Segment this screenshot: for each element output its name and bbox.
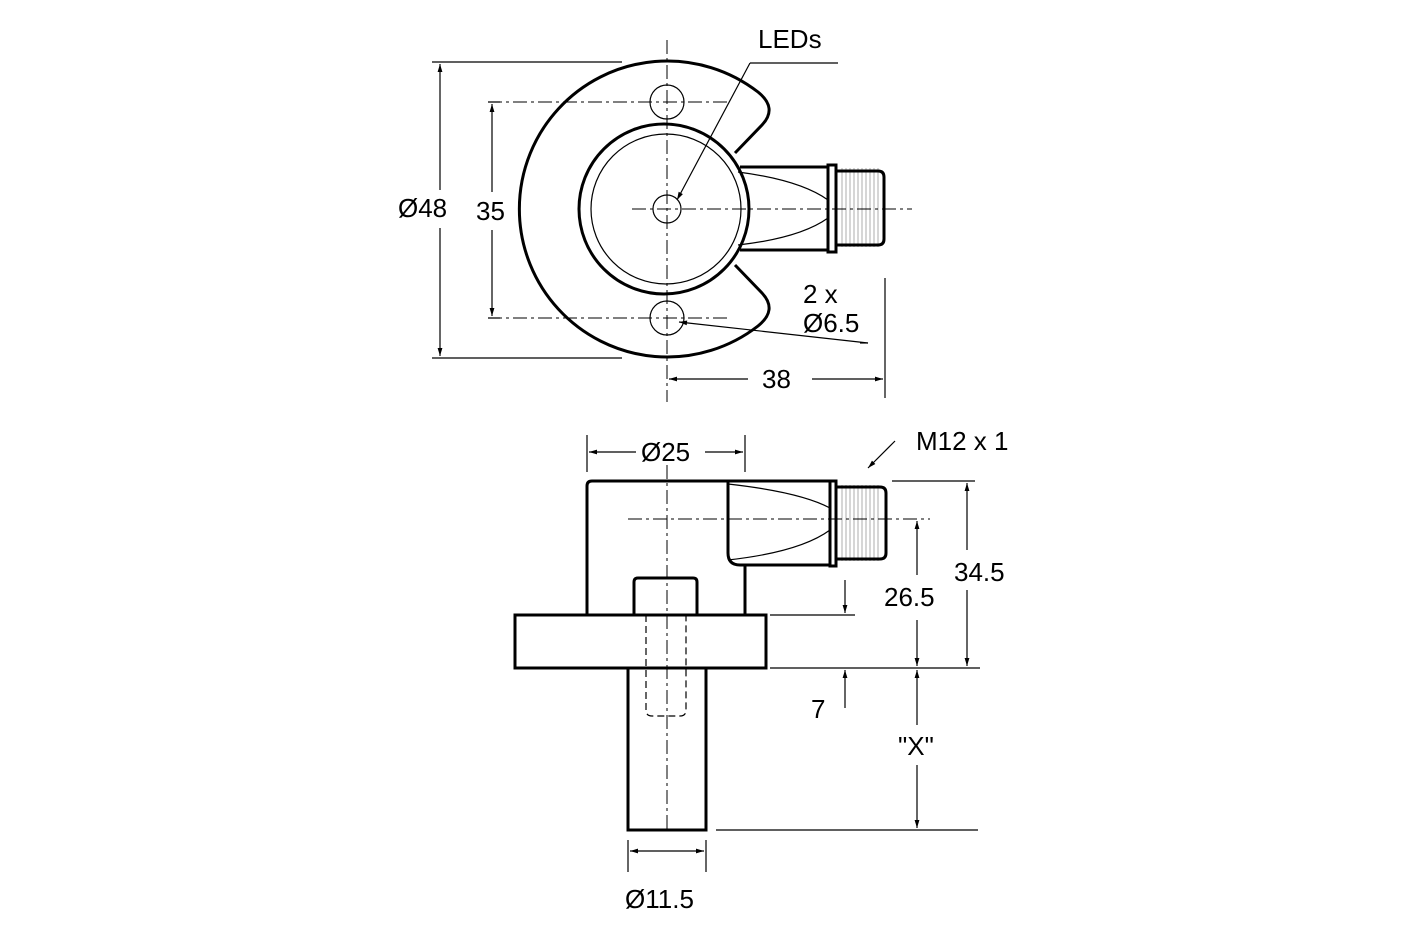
connector-top: [737, 163, 886, 254]
sensor-body-outer: [577, 122, 751, 296]
shaft-diameter-label: Ø11.5: [625, 884, 694, 914]
side-view: Ø25 M12 x 1 34.5 26.5 7 "X" Ø11.5: [513, 426, 1009, 914]
flange-thickness-label: 7: [811, 694, 825, 724]
mounting-bracket-outline: [517, 59, 771, 359]
total-height-label: 34.5: [954, 557, 1005, 587]
hole-spacing-label: 35: [476, 196, 505, 226]
body-diameter-label: Ø25: [641, 437, 690, 467]
top-view: LEDs Ø48 35 2 x Ø6.5 38: [398, 24, 912, 402]
connector-height-label: 26.5: [884, 582, 935, 612]
connector-housing: [726, 481, 830, 567]
holes-count-label: 2 x: [803, 279, 838, 309]
mounting-flange: [513, 613, 768, 670]
shaft: [626, 668, 708, 832]
shaft-length-label: "X": [898, 731, 934, 761]
leds-label: LEDs: [758, 24, 822, 54]
thread-label: M12 x 1: [916, 426, 1009, 456]
threaded-bore: [645, 615, 687, 717]
sensor-body-side: [585, 479, 830, 615]
outer-diameter-label: Ø48: [398, 193, 447, 223]
hole-diameter-label: Ø6.5: [803, 308, 859, 338]
bolt-head: [632, 576, 699, 615]
connector-offset-label: 38: [762, 364, 791, 394]
